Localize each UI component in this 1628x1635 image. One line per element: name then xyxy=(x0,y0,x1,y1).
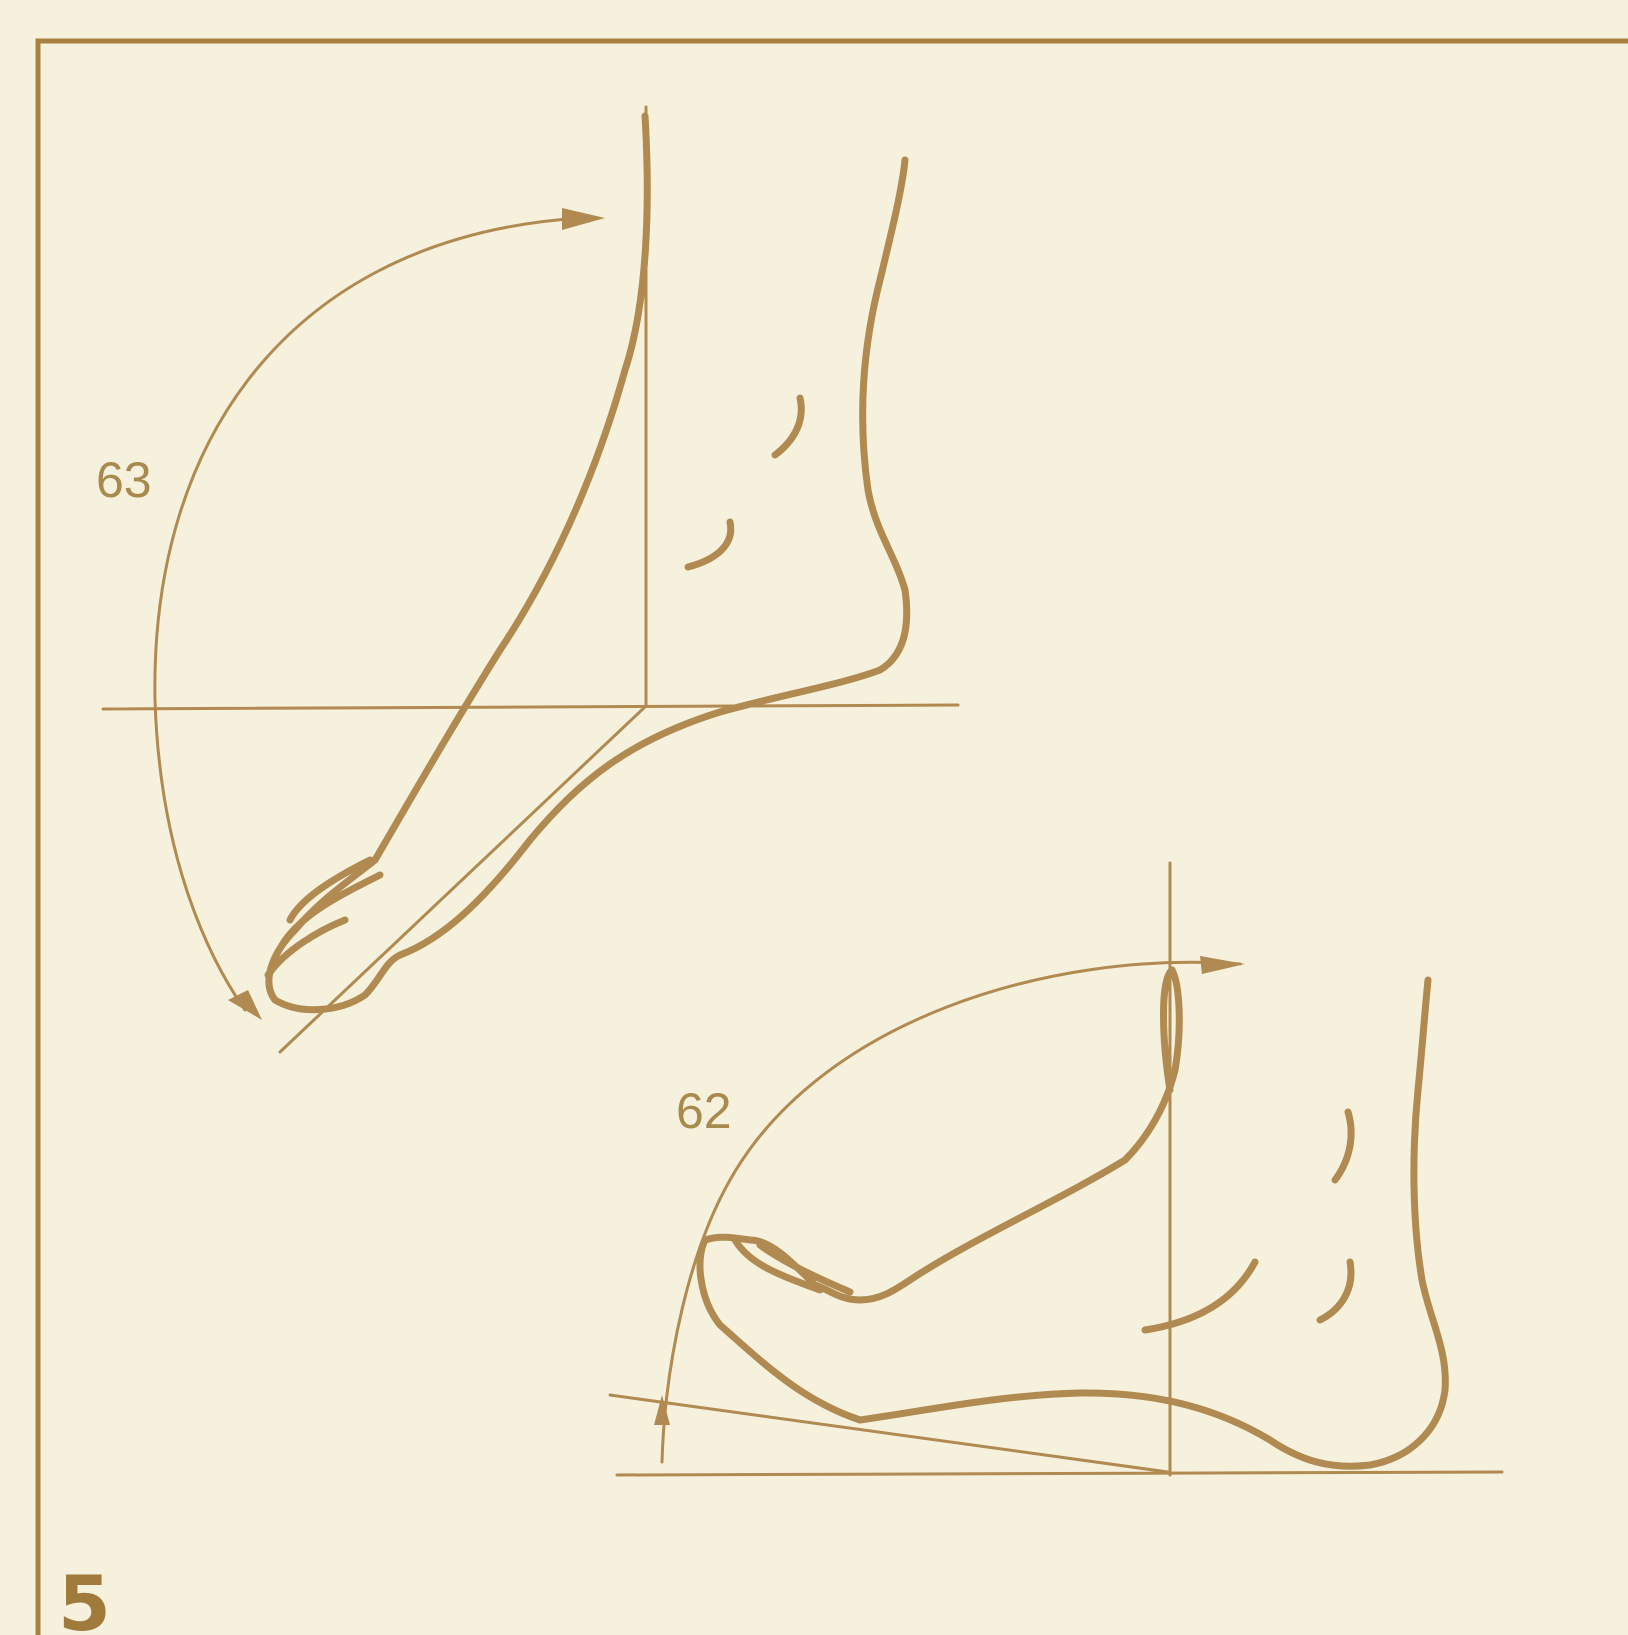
figure-number: 5 xyxy=(58,1559,111,1635)
upper-angle-label: 63 xyxy=(96,452,152,508)
lower-angle-label: 62 xyxy=(676,1083,732,1139)
upper-foot-toe-lines xyxy=(268,860,380,975)
lower-instep-mark xyxy=(1145,1262,1255,1330)
upper-foot-front-outline xyxy=(269,116,647,1010)
upper-arc-arrowhead-top xyxy=(562,208,605,230)
upper-horizontal-reference-line xyxy=(103,705,958,709)
upper-angle-arc xyxy=(155,218,582,1010)
lower-foot-sole-heel-outline xyxy=(860,980,1445,1466)
figure-frame xyxy=(38,41,1628,1635)
lower-foot-axis-line xyxy=(610,1395,1168,1472)
upper-foot-sole-heel-outline xyxy=(400,160,907,955)
lower-foot-toes-outline xyxy=(700,1237,860,1420)
lower-angle-arc xyxy=(662,962,1240,1462)
lower-foot-figure: 62 xyxy=(610,863,1502,1475)
lower-horizontal-reference-line xyxy=(617,1472,1502,1475)
upper-foot-figure: 63 xyxy=(96,107,958,1052)
upper-ankle-mark-1 xyxy=(775,398,801,455)
lower-foot-toe-lines xyxy=(735,1240,850,1292)
lower-arc-arrowhead-right xyxy=(1200,956,1245,974)
lower-foot-top-outline xyxy=(860,970,1179,1300)
lower-ankle-mark-1 xyxy=(1335,1112,1351,1180)
upper-ankle-mark-2 xyxy=(688,522,731,567)
lower-ankle-mark-2 xyxy=(1320,1262,1351,1320)
